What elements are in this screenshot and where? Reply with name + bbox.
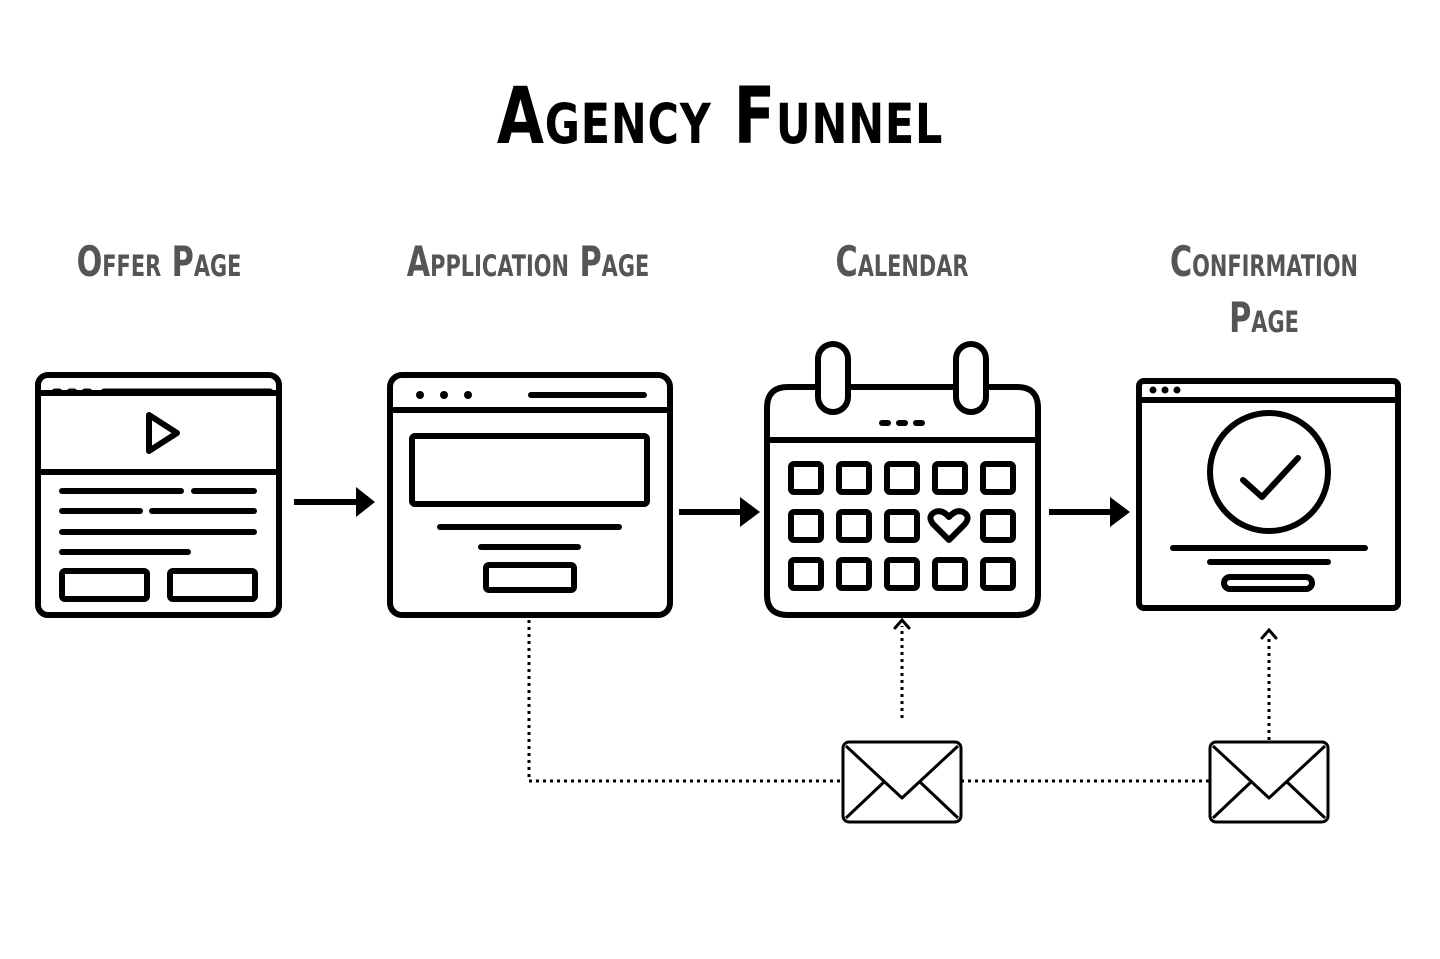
arrow-calendar-to-confirmation (1049, 497, 1130, 527)
stage-label-calendar: Calendar (835, 237, 969, 286)
arrow-offer-to-application (294, 487, 375, 517)
email-flow-connectors (527, 620, 1271, 783)
envelope-icon (841, 740, 963, 824)
stage-label-offer-page: Offer Page (76, 237, 242, 286)
stage-label-confirmation-page: Confirmation Page (1169, 237, 1359, 342)
diagram-title: Agency Funnel (496, 72, 944, 162)
form-page-icon (387, 372, 673, 618)
arrow-application-to-calendar (679, 497, 760, 527)
stage-label-application-page: Application Page (406, 237, 650, 286)
confirmation-check-icon (1136, 378, 1401, 611)
video-page-icon (35, 372, 282, 618)
envelope-icon (1208, 740, 1330, 824)
dotted-arrowheads (893, 617, 1278, 640)
calendar-icon (764, 341, 1041, 618)
